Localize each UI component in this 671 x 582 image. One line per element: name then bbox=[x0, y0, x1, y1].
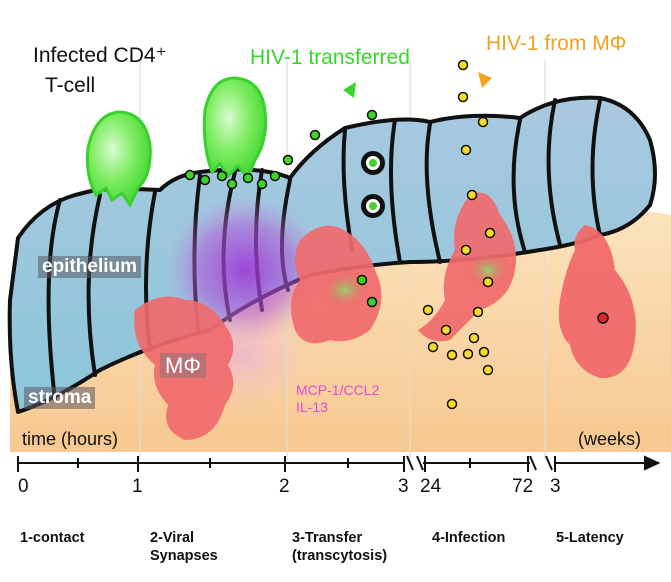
time-axis bbox=[17, 455, 661, 472]
tick-label: 2 bbox=[279, 476, 290, 497]
macrophage-label: MΦ bbox=[160, 353, 206, 379]
stage-1-label: 1-contact bbox=[20, 530, 85, 546]
stage-4-label: 4-Infection bbox=[432, 530, 506, 546]
tcell-label-line2: T-cell bbox=[45, 74, 96, 97]
epithelium-label: epithelium bbox=[38, 256, 142, 278]
green-virions bbox=[184, 109, 378, 308]
infected-tcell-1 bbox=[85, 110, 152, 209]
tick-label: 3 bbox=[550, 476, 561, 497]
green-arrow-icon bbox=[343, 82, 356, 98]
macrophage-1 bbox=[134, 296, 234, 440]
time-unit-weeks: (weeks) bbox=[578, 429, 642, 449]
tick-label: 3 bbox=[398, 476, 409, 497]
tick-label: 0 bbox=[18, 476, 29, 497]
tick-label: 24 bbox=[420, 476, 442, 497]
tcell-label-line1: Infected CD4⁺ bbox=[33, 44, 167, 67]
orange-arrow-icon bbox=[478, 72, 492, 88]
cytokine-label-line1: MCP-1/CCL2 bbox=[296, 382, 380, 398]
yellow-virions bbox=[422, 59, 496, 410]
vesicles bbox=[361, 151, 385, 218]
stage-5-label: 5-Latency bbox=[556, 530, 624, 546]
hiv-transferred-label: HIV-1 transferred bbox=[250, 46, 410, 69]
stage-3-label: 3-Transfer(transcytosis) bbox=[292, 530, 388, 565]
macrophage-4 bbox=[558, 225, 636, 379]
stroma-label: stroma bbox=[24, 387, 96, 409]
hiv-from-mphi-label: HIV-1 from MΦ bbox=[486, 32, 627, 55]
infected-tcell-2 bbox=[202, 76, 267, 181]
time-unit-hours: time (hours) bbox=[22, 429, 119, 449]
tick-label: 1 bbox=[132, 476, 143, 497]
tick-label: 72 bbox=[512, 476, 534, 497]
cytokine-label-line2: IL-13 bbox=[296, 399, 328, 415]
